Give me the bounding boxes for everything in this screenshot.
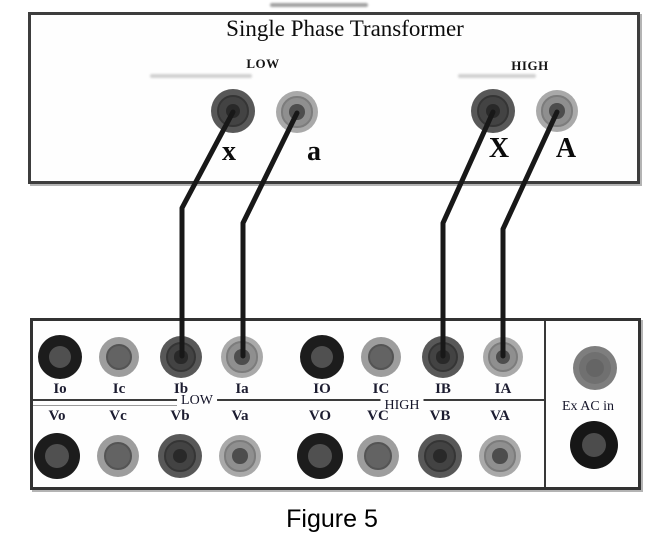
panel-terminal-vc (97, 435, 139, 477)
terminal-label: IA (494, 381, 512, 397)
transformer-high-winding-label: HIGH (511, 58, 549, 73)
panel-terminal-i-a-high (483, 337, 523, 377)
terminal-label: VB (429, 408, 451, 424)
terminal-label: VO (308, 408, 332, 424)
panel-terminal-i-b-high (422, 336, 464, 378)
transformer-low-winding-label: LOW (246, 56, 280, 71)
transformer-terminal-x-high (471, 89, 515, 133)
panel-terminal-vo (34, 433, 80, 479)
ex-ac-upper-terminal (573, 346, 617, 390)
transformer-terminal-a-low (276, 91, 318, 133)
panel-low-section-label: LOW (177, 393, 217, 409)
ex-ac-lower-terminal (570, 421, 618, 469)
panel-terminal-v-a-high (479, 435, 521, 477)
terminal-label: Io (53, 381, 67, 397)
panel-terminal-io (38, 335, 82, 379)
transformer-box (28, 12, 640, 184)
terminal-label: Vc (109, 408, 127, 424)
terminal-label: IC (372, 381, 390, 397)
panel-section-divider (544, 321, 546, 487)
panel-terminal-va (219, 435, 261, 477)
scan-artifact (150, 74, 252, 78)
terminal-label: IO (313, 381, 331, 397)
terminal-label: A (555, 133, 577, 164)
transformer-terminal-x-low (211, 89, 255, 133)
panel-terminal-v-b-high (418, 434, 462, 478)
panel-row-divider-line-2 (33, 405, 177, 406)
terminal-label: x (222, 136, 236, 167)
transformer-title: Single Phase Transformer (226, 16, 464, 41)
terminal-label: Vb (170, 408, 190, 424)
scan-artifact (458, 74, 536, 78)
terminal-label: Vo (48, 408, 66, 424)
scan-artifact (270, 3, 368, 7)
figure-caption: Figure 5 (286, 505, 378, 533)
panel-terminal-vb (158, 434, 202, 478)
terminal-label: Ic (112, 381, 126, 397)
panel-terminal-ia (221, 336, 263, 378)
panel-terminal-i0-high (300, 335, 344, 379)
panel-terminal-ib (160, 336, 202, 378)
terminal-label: IB (435, 381, 451, 397)
ex-ac-label: Ex AC in (561, 399, 615, 414)
terminal-label: Ia (235, 381, 249, 397)
panel-terminal-v0-high (297, 433, 343, 479)
panel-row-divider-line (33, 399, 544, 401)
terminal-label: a (307, 136, 321, 167)
panel-terminal-i-c-high (361, 337, 401, 377)
panel-terminal-v-c-high (357, 435, 399, 477)
terminal-label: Va (231, 408, 249, 424)
terminal-label: Ib (173, 381, 189, 397)
panel-high-section-label: HIGH (380, 398, 424, 414)
terminal-label: VC (367, 408, 389, 424)
terminal-label: VA (490, 408, 510, 424)
panel-terminal-ic (99, 337, 139, 377)
terminal-label: X (488, 133, 510, 164)
transformer-terminal-a-high (536, 90, 578, 132)
